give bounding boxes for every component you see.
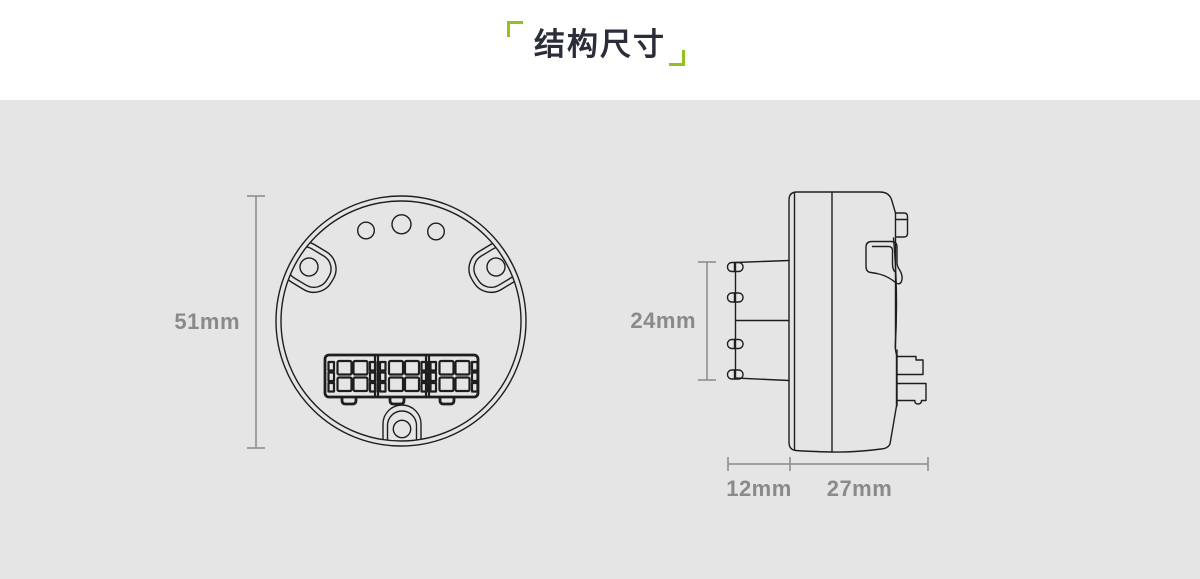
side-view-drawing: [726, 191, 927, 453]
dimension-height-front: 51mm: [174, 195, 265, 449]
dimension-label-side-height: 24mm: [630, 308, 696, 333]
dimension-label-depth-right: 27mm: [827, 476, 893, 501]
section-title: 结构尺寸: [507, 20, 685, 66]
led-hole-center: [391, 214, 412, 235]
device-outer-ring: [275, 195, 527, 447]
led-hole-left: [357, 221, 376, 240]
diagram-area: 51mm: [0, 100, 1200, 579]
led-hole-right: [427, 222, 446, 241]
body-curve-line: [892, 237, 898, 349]
side-hook-clip: [865, 240, 903, 285]
mounting-lug-top-right: [468, 240, 521, 294]
plug-connector-side: [726, 259, 790, 382]
corner-bracket-top-left-icon: [507, 20, 523, 37]
dimension-label-front-height: 51mm: [174, 309, 240, 334]
plug-pin: [726, 338, 744, 350]
front-view-drawing: [275, 195, 527, 447]
plug-pin: [726, 261, 744, 273]
plug-pin: [726, 292, 744, 303]
header: 结构尺寸: [0, 0, 1200, 100]
device-inner-ring: [280, 200, 522, 442]
plug-pin: [726, 369, 744, 380]
device-body-outline: [788, 191, 898, 453]
corner-bracket-bottom-right-icon: [669, 49, 685, 66]
page-title: 结构尺寸: [534, 26, 666, 62]
dimension-diagram: 51mm: [174, 191, 929, 501]
terminal-connector-back: [323, 353, 480, 406]
dimension-label-depth-left: 12mm: [726, 476, 792, 501]
terminal-connector-side: [896, 349, 927, 407]
dimension-depth: 12mm 27mm: [726, 457, 929, 501]
top-clip-tab: [894, 212, 909, 238]
dimension-height-side: 24mm: [630, 261, 716, 381]
